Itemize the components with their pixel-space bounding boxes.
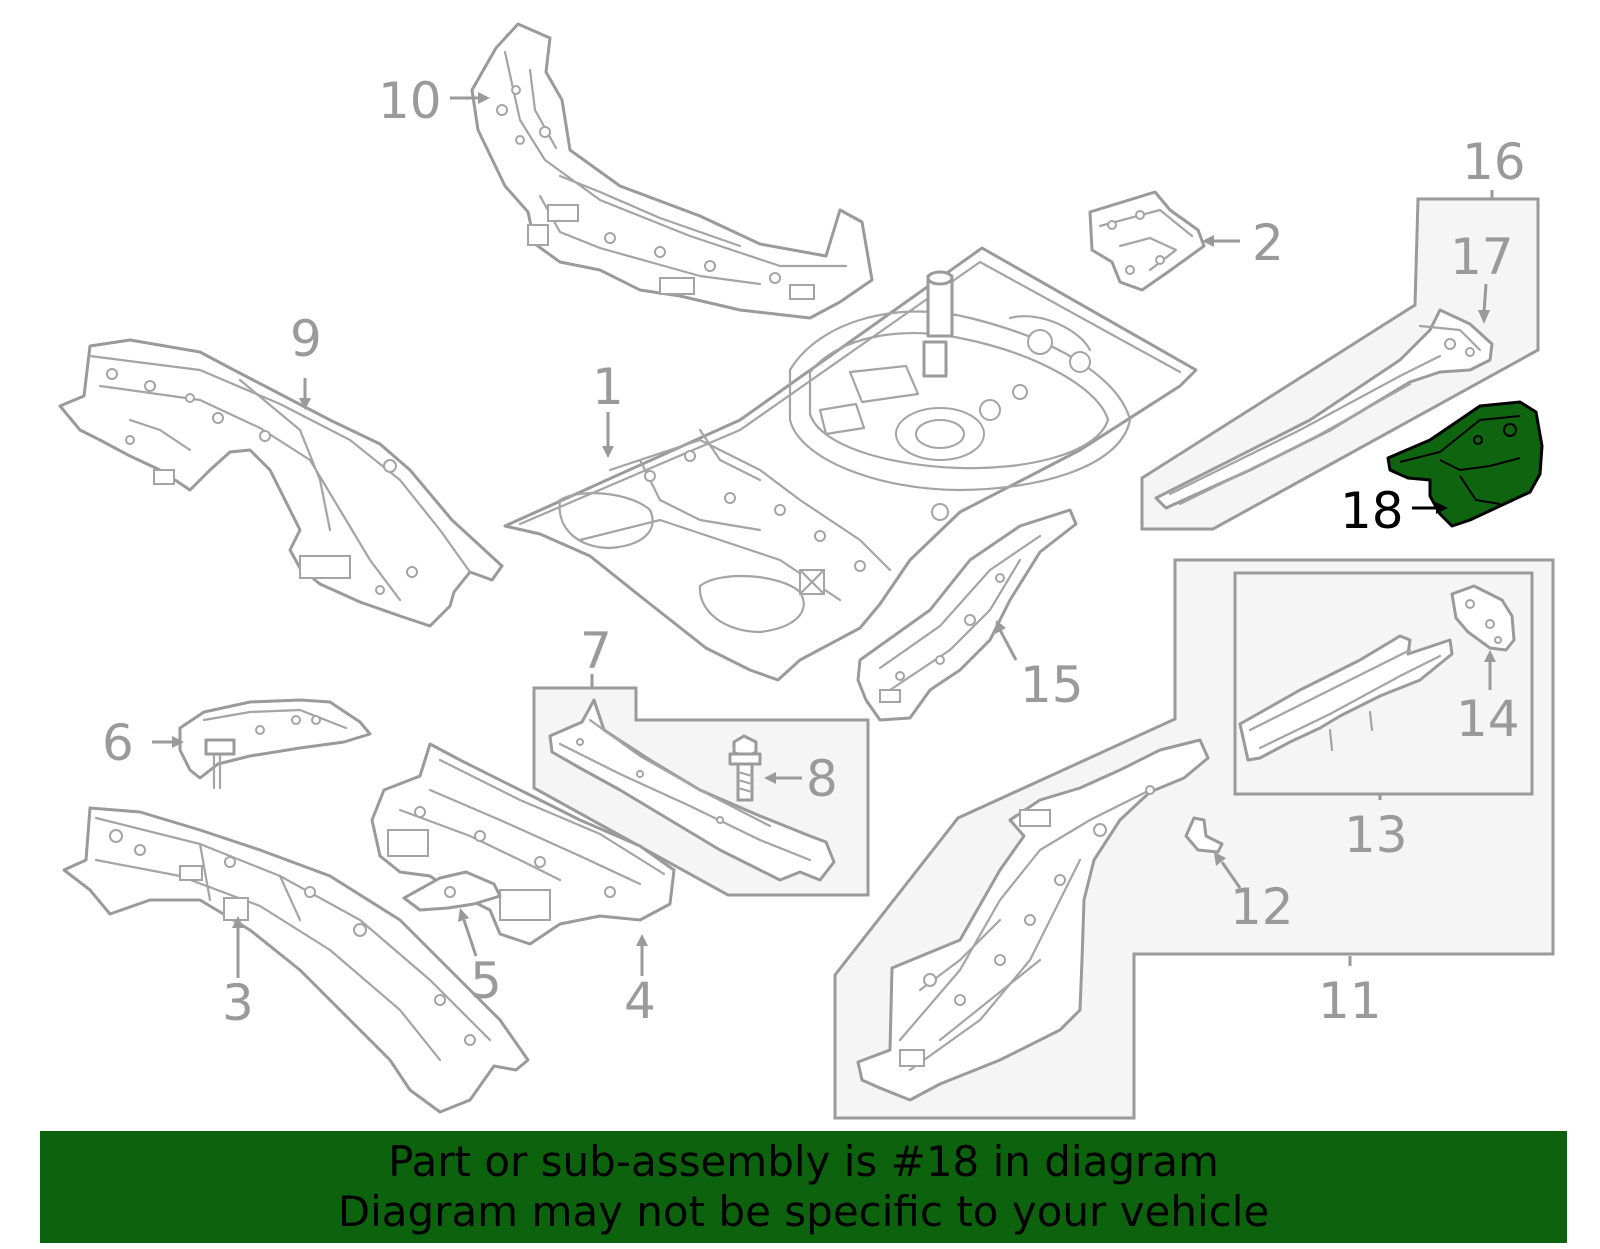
callout-9: 9 xyxy=(290,310,322,368)
callout-3: 3 xyxy=(222,974,254,1032)
callout-17: 17 xyxy=(1450,228,1514,286)
banner-line-2: Diagram may not be specific to your vehi… xyxy=(337,1187,1270,1236)
part-18-highlighted xyxy=(1386,400,1544,528)
part-12-clip xyxy=(1184,816,1224,854)
callout-labels: 10 2 16 17 9 1 18 7 15 14 6 8 13 12 5 3 … xyxy=(102,72,1526,1032)
part-16-sill-assembly xyxy=(1154,308,1494,510)
part-7-reinforcement xyxy=(548,698,836,882)
part-9-rear-side-rail xyxy=(58,338,504,628)
callout-16: 16 xyxy=(1462,133,1526,191)
part-6-bracket xyxy=(178,698,372,790)
callout-14: 14 xyxy=(1456,690,1520,748)
callout-11: 11 xyxy=(1318,972,1382,1030)
part-2-bracket xyxy=(1088,190,1206,292)
callout-5: 5 xyxy=(470,952,502,1010)
callout-15: 15 xyxy=(1020,656,1084,714)
part-8-bolt xyxy=(728,734,762,802)
part-13-extension xyxy=(1238,634,1454,762)
info-banner: Part or sub-assembly is #18 in diagram D… xyxy=(40,1131,1567,1243)
banner-line-1: Part or sub-assembly is #18 in diagram xyxy=(388,1137,1219,1186)
callout-4: 4 xyxy=(624,972,656,1030)
part-10-upper-crossmember xyxy=(470,22,874,320)
callout-12: 12 xyxy=(1230,878,1294,936)
parts-diagram: 10 2 16 17 9 1 18 7 15 14 6 8 13 12 5 3 … xyxy=(58,22,1555,1120)
part-1-rear-floor-pan xyxy=(503,246,1198,682)
callout-7: 7 xyxy=(580,622,612,680)
callout-10: 10 xyxy=(378,72,442,130)
callout-1: 1 xyxy=(592,358,624,416)
callout-13: 13 xyxy=(1344,806,1408,864)
callout-6: 6 xyxy=(102,714,134,772)
part-3-side-member xyxy=(62,806,530,1114)
callout-18: 18 xyxy=(1340,482,1404,540)
callout-2: 2 xyxy=(1252,214,1284,272)
part-15-panel xyxy=(856,508,1078,722)
part-4-crossmember xyxy=(370,742,676,946)
part-5-plate xyxy=(402,870,502,912)
part-11-side-member xyxy=(856,738,1210,1102)
callout-8: 8 xyxy=(806,750,838,808)
group-box-16 xyxy=(1140,197,1540,531)
leader-lines xyxy=(152,92,1496,978)
part-14-plate xyxy=(1450,584,1516,652)
